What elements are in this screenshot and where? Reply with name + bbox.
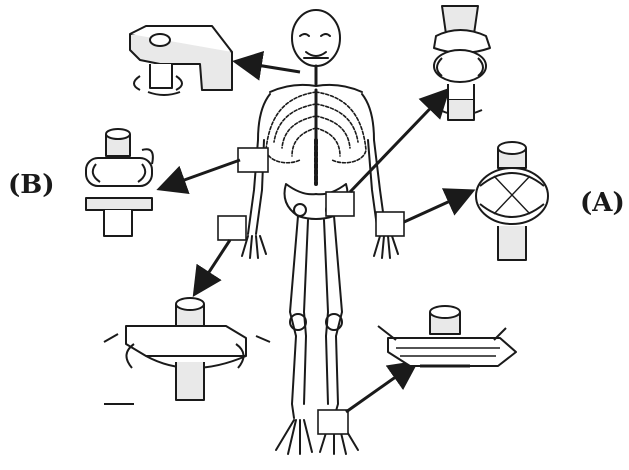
tag-hip bbox=[326, 192, 354, 216]
tag-elbow bbox=[238, 148, 268, 172]
arrow-wrist bbox=[404, 192, 470, 222]
arrow-elbow bbox=[162, 160, 240, 188]
label-a: (A) bbox=[580, 188, 625, 218]
skeleton bbox=[242, 10, 398, 454]
arrow-thumb bbox=[196, 240, 230, 292]
saddle-joint-model bbox=[104, 298, 270, 404]
ball-socket-joint-model bbox=[434, 6, 490, 120]
label-b: (B) bbox=[8, 170, 55, 200]
tag-thumb bbox=[218, 216, 246, 240]
gliding-joint-model bbox=[378, 306, 516, 366]
arrow-ankle bbox=[346, 364, 414, 412]
condyloid-joint-model bbox=[476, 142, 548, 260]
arrow-neck bbox=[238, 62, 300, 72]
pivot-joint-model bbox=[130, 26, 232, 95]
tag-ankle bbox=[318, 410, 348, 434]
tag-wrist bbox=[376, 212, 404, 236]
hinge-joint-model bbox=[86, 129, 153, 236]
